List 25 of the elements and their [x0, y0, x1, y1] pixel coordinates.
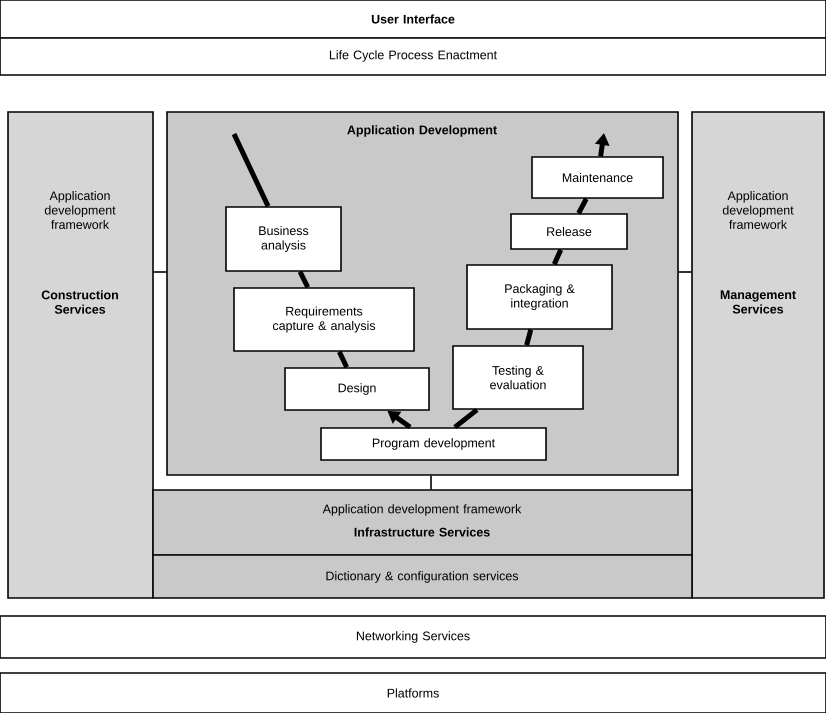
layer-band: Networking Services — [0, 615, 826, 659]
connector-line — [576, 198, 588, 214]
connector-line — [430, 476, 432, 490]
phase-box: Release — [510, 213, 628, 250]
service-band: Dictionary & configuration services — [152, 554, 693, 599]
phase-box: Packaging & integration — [466, 264, 613, 330]
connector-line — [232, 132, 270, 208]
phase-box: Business analysis — [225, 206, 342, 272]
connector-line — [552, 248, 564, 266]
service-panel: Application development framework Management Services — [691, 111, 825, 599]
service-band: Application development framework Infrastructure Services — [152, 489, 693, 556]
phase-box: Maintenance — [531, 156, 664, 199]
phase-box: Program development — [320, 427, 547, 461]
connector-line — [298, 270, 310, 288]
layer-band: Life Cycle Process Enactment — [0, 37, 826, 76]
service-panel: Application development framework Construction Services — [7, 111, 154, 599]
layer-band: Platforms — [0, 672, 826, 713]
connector-line — [337, 350, 349, 368]
phase-box: Design — [284, 367, 430, 411]
layer-band: User Interface — [0, 0, 826, 39]
phase-box: Testing & evaluation — [452, 345, 584, 410]
connector-line — [678, 271, 692, 273]
connector-line — [154, 271, 166, 273]
connector-line — [524, 329, 534, 346]
phase-box: Requirements capture & analysis — [233, 287, 415, 352]
